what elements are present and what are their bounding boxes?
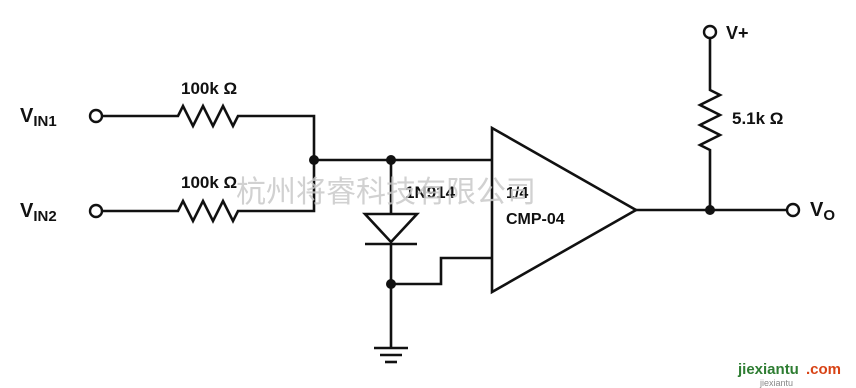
r2-label: 100k Ω: [181, 173, 237, 192]
vin1-label: VIN1: [20, 105, 57, 130]
vin2-label: VIN2: [20, 200, 57, 225]
diode-1n914: [362, 160, 420, 284]
inverting-input-wire: [391, 256, 492, 286]
logo-part1: jiexiantu: [737, 361, 799, 378]
comparator-part: CMP-04: [506, 211, 565, 228]
vo-terminal: [785, 202, 801, 218]
vplus-terminal: [702, 24, 718, 40]
resistor-r2: [102, 160, 316, 224]
sum-node: [309, 155, 319, 165]
comparator-fraction: 1/4: [506, 185, 528, 202]
vo-label: VO: [810, 199, 835, 224]
r3-label: 5.1k Ω: [732, 109, 783, 128]
ground-icon: [374, 346, 408, 364]
logo-sub: jiexiantu: [759, 378, 793, 388]
resistor-r1: [102, 103, 316, 160]
watermark-text: 杭州将睿科技有限公司: [236, 175, 536, 210]
resistor-r3: [697, 38, 723, 210]
vin1-terminal: [88, 108, 104, 124]
diode-label: 1N914: [405, 183, 456, 202]
logo-part2: .com: [806, 361, 841, 378]
vin2-terminal: [88, 203, 104, 219]
r1-label: 100k Ω: [181, 79, 237, 98]
site-logo: jiexiantu .com jiexiantu: [737, 361, 841, 388]
vplus-label: V+: [726, 23, 749, 43]
comparator-cmp04: [490, 125, 639, 295]
